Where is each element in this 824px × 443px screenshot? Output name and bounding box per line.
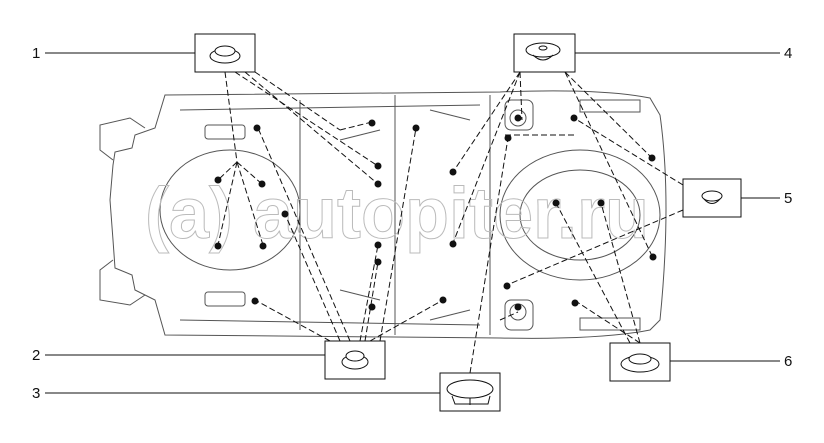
part-box-2[interactable] — [324, 340, 386, 380]
part-box-4[interactable] — [513, 33, 576, 73]
pointer-lines — [217, 71, 684, 374]
part-box-1[interactable] — [194, 33, 256, 73]
leader-lines — [45, 52, 780, 394]
part-box-3[interactable] — [439, 372, 501, 412]
callout-2: 2 — [32, 347, 41, 364]
callout-1: 1 — [32, 45, 41, 62]
part-box-5[interactable] — [682, 178, 742, 218]
plug-locations — [214, 114, 657, 311]
callout-4: 4 — [784, 45, 793, 62]
callout-3: 3 — [32, 385, 41, 402]
part-box-6[interactable] — [609, 342, 671, 382]
callout-6: 6 — [784, 353, 793, 370]
car-underbody — [99, 90, 667, 339]
callout-5: 5 — [784, 190, 793, 207]
